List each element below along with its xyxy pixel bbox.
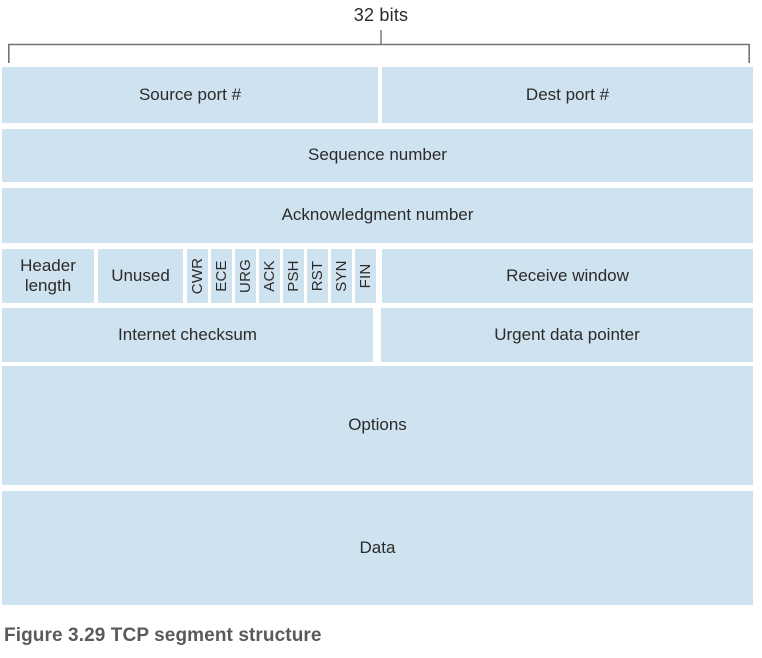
field-receive-window: Receive window [382,249,753,303]
flag-cwr: CWR [187,249,208,303]
flag-urg-label: URG [236,259,254,293]
flag-psh: PSH [283,249,304,303]
flag-cwr-label: CWR [188,257,206,295]
flag-fin-label: FIN [356,263,374,289]
flag-ack-label: ACK [260,260,278,292]
flag-syn: SYN [331,249,352,303]
flag-psh-label: PSH [284,260,302,292]
field-source-port: Source port # [2,67,378,123]
flag-urg: URG [235,249,256,303]
flag-fin: FIN [355,249,376,303]
field-header-length: Header length [2,249,94,303]
flag-rst: RST [307,249,328,303]
flag-syn-label: SYN [332,260,350,292]
field-internet-checksum: Internet checksum [2,308,373,362]
field-options: Options [2,366,753,485]
field-urgent-data-pointer: Urgent data pointer [381,308,753,362]
flag-ack: ACK [259,249,280,303]
figure-caption: Figure 3.29 TCP segment structure [4,625,322,646]
field-dest-port: Dest port # [382,67,753,123]
width-bracket [8,30,750,63]
flag-ece: ECE [211,249,232,303]
flag-rst-label: RST [308,260,326,292]
field-data: Data [2,491,753,605]
bits-width-label: 32 bits [353,5,409,25]
field-unused: Unused [98,249,183,303]
flag-ece-label: ECE [212,260,230,292]
field-acknowledgment-number: Acknowledgment number [2,188,753,243]
field-sequence-number: Sequence number [2,129,753,182]
